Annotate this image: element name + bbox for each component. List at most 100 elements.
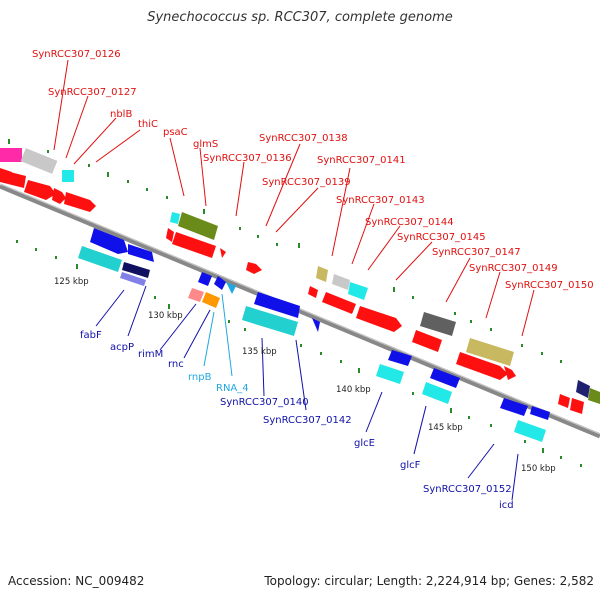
gene-feature[interactable] [170, 212, 180, 224]
gene-label[interactable]: icd [499, 500, 514, 511]
gene-feature[interactable] [530, 406, 550, 420]
gene-label[interactable]: glcE [354, 438, 375, 449]
gene-label[interactable]: glcF [400, 460, 421, 471]
gene-feature[interactable] [90, 228, 128, 254]
gene-feature[interactable] [64, 192, 96, 212]
gene-feature[interactable] [308, 286, 318, 298]
leader-line [511, 453, 519, 501]
gene-feature[interactable] [166, 228, 174, 242]
gene-feature[interactable] [52, 188, 66, 204]
reverse-labels: fabF acpP rimM rnc rnpB RNA_4 SynRCC307_… [80, 330, 514, 511]
gene-feature[interactable] [202, 292, 220, 308]
gene-feature[interactable] [120, 272, 146, 286]
gene-label[interactable]: SynRCC307_0143 [336, 195, 425, 206]
gene-feature[interactable] [122, 262, 150, 278]
tick-mark [203, 209, 205, 214]
gene-label[interactable]: SynRCC307_0142 [263, 415, 352, 426]
gene-feature[interactable] [514, 420, 546, 442]
gene-feature[interactable] [20, 148, 58, 174]
leader-line [159, 303, 197, 351]
gene-feature[interactable] [500, 398, 528, 416]
gene-label[interactable]: SynRCC307_0127 [48, 87, 137, 98]
gene-feature[interactable] [570, 398, 584, 414]
gene-feature[interactable] [8, 172, 26, 188]
gene-feature[interactable] [214, 276, 226, 290]
gene-feature[interactable] [62, 170, 74, 182]
gene-label[interactable]: SynRCC307_0140 [220, 397, 309, 408]
gene-feature[interactable] [376, 364, 404, 384]
leader-line [261, 337, 265, 397]
gene-feature[interactable] [332, 274, 350, 290]
gene-feature[interactable] [246, 262, 262, 274]
gene-label[interactable]: RNA_4 [216, 383, 249, 394]
gene-label[interactable]: rnc [168, 359, 184, 370]
gene-feature[interactable] [348, 282, 368, 300]
gene-label[interactable]: SynRCC307_0139 [262, 177, 351, 188]
forward-labels: SynRCC307_0126 SynRCC307_0127 nblB thiC … [32, 49, 594, 291]
gene-feature[interactable] [588, 388, 600, 404]
tick-mark [107, 172, 109, 177]
gene-feature[interactable] [188, 288, 204, 302]
leader-line [235, 161, 245, 217]
tick-mark [358, 368, 360, 373]
leader-line [265, 143, 301, 227]
gene-feature[interactable] [504, 366, 516, 380]
tick-mark [8, 139, 10, 144]
gene-feature[interactable] [558, 394, 570, 408]
gene-feature[interactable] [242, 306, 298, 336]
tick-mark [490, 424, 492, 427]
gene-feature[interactable] [388, 350, 412, 366]
rna-leader-lines [203, 293, 233, 377]
gene-label[interactable]: rimM [138, 349, 163, 360]
scale-label: 135 kbp [242, 347, 277, 357]
gene-feature[interactable] [430, 368, 460, 388]
gene-feature[interactable] [198, 272, 212, 286]
gene-feature[interactable] [220, 248, 226, 258]
gene-feature[interactable] [356, 306, 402, 332]
gene-label[interactable]: SynRCC307_0136 [203, 153, 292, 164]
gene-feature[interactable] [226, 282, 236, 294]
gene-label[interactable]: rnpB [188, 372, 212, 383]
gene-label[interactable]: SynRCC307_0141 [317, 155, 406, 166]
gene-label[interactable]: SynRCC307_0144 [365, 217, 454, 228]
gene-feature[interactable] [78, 246, 122, 272]
tick-mark [298, 243, 300, 248]
gene-label[interactable]: SynRCC307_0152 [423, 484, 512, 495]
tick-mark [239, 227, 241, 230]
gene-feature[interactable] [254, 292, 300, 318]
leader-line [413, 405, 427, 455]
gene-label[interactable]: acpP [110, 342, 134, 353]
gene-feature[interactable] [420, 312, 456, 336]
gene-label[interactable]: SynRCC307_0145 [397, 232, 486, 243]
gene-feature[interactable] [576, 380, 590, 398]
leader-line [331, 167, 351, 257]
gene-label[interactable]: fabF [80, 330, 102, 341]
leader-line [53, 59, 69, 151]
gene-label[interactable]: SynRCC307_0147 [432, 247, 521, 258]
tick-mark [168, 304, 170, 309]
gene-label[interactable]: SynRCC307_0149 [469, 263, 558, 274]
gene-feature[interactable] [178, 212, 218, 240]
gene-label[interactable]: nblB [110, 109, 132, 120]
gene-label[interactable]: psaC [163, 127, 188, 138]
gene-feature[interactable] [422, 382, 452, 404]
tick-mark [300, 344, 302, 347]
gene-label[interactable]: SynRCC307_0138 [259, 133, 348, 144]
gene-feature[interactable] [322, 292, 356, 314]
gene-feature[interactable] [128, 244, 154, 262]
gene-feature[interactable] [456, 352, 508, 380]
tick-mark [490, 328, 492, 331]
gene-feature[interactable] [0, 148, 22, 162]
gene-feature[interactable] [466, 338, 514, 366]
gene-label[interactable]: SynRCC307_0150 [505, 280, 594, 291]
gene-feature[interactable] [172, 232, 216, 258]
gene-label[interactable]: thiC [138, 119, 158, 130]
tick-mark [257, 235, 259, 238]
gene-label[interactable]: glmS [193, 139, 218, 150]
gene-feature[interactable] [316, 266, 328, 282]
gene-feature[interactable] [312, 318, 320, 332]
scale-label: 145 kbp [428, 423, 463, 433]
gene-feature[interactable] [412, 330, 442, 352]
gene-label[interactable]: SynRCC307_0126 [32, 49, 121, 60]
gene-feature[interactable] [24, 180, 56, 200]
